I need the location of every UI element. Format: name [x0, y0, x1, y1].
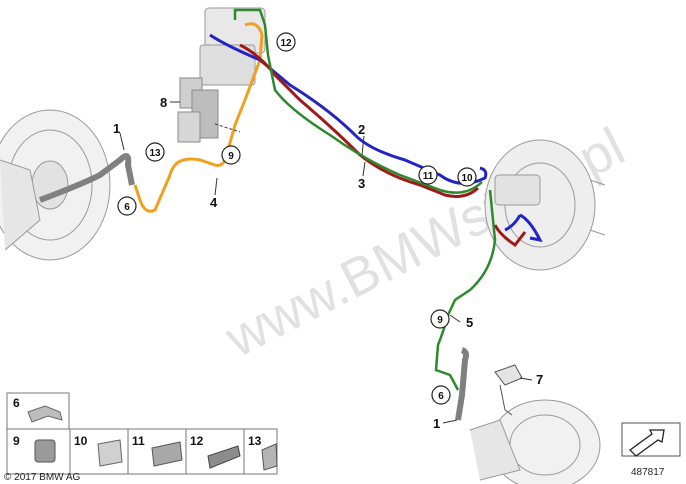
callout-4: 4 — [210, 195, 218, 210]
brake-booster — [484, 139, 606, 271]
callout-2: 2 — [358, 122, 365, 137]
clip-12-icon — [207, 445, 241, 469]
bracket-part-7 — [494, 364, 523, 416]
legend-label-10: 10 — [74, 434, 88, 448]
orange-brake-line — [133, 22, 264, 213]
circled-callout-10: 10 — [461, 173, 473, 184]
orientation-arrow-box — [621, 422, 681, 457]
legend-label-12: 12 — [190, 434, 204, 448]
circled-callout-6-rear: 6 — [438, 391, 444, 402]
circled-callout-13: 13 — [149, 148, 161, 159]
callout-5: 5 — [466, 315, 473, 330]
legend-label-13: 13 — [248, 434, 262, 448]
callout-1-front: 1 — [113, 121, 120, 136]
front-flex-hose — [38, 153, 135, 203]
legend-label-6: 6 — [13, 396, 20, 410]
callout-8: 8 — [160, 95, 167, 110]
clip-6-icon — [27, 405, 63, 423]
clip-legend: 6 9 10 11 12 13 — [6, 392, 278, 475]
rear-flex-hose — [455, 347, 469, 421]
circled-callout-9-rear: 9 — [437, 315, 443, 326]
leader-lines — [119, 101, 533, 424]
circled-callout-9-front: 9 — [228, 151, 234, 162]
direction-arrow-icon — [629, 429, 665, 457]
clip-9-icon — [34, 439, 56, 463]
callout-1-rear: 1 — [433, 416, 440, 431]
callout-7: 7 — [536, 372, 543, 387]
clip-13-icon — [261, 443, 278, 471]
callout-3: 3 — [358, 176, 365, 191]
legend-label-9: 9 — [13, 434, 20, 448]
clip-10-icon — [97, 439, 123, 467]
circled-callouts — [117, 32, 477, 405]
copyright-text: © 2017 BMW AG — [4, 472, 81, 483]
diagram-id: 487817 — [631, 467, 665, 478]
circled-callout-11: 11 — [423, 171, 434, 182]
bracket-part-8 — [177, 77, 219, 143]
rear-right-brake-disc — [469, 399, 601, 484]
circled-callout-6-front: 6 — [124, 202, 130, 213]
circled-callout-12: 12 — [280, 38, 292, 49]
legend-label-11: 11 — [132, 434, 145, 448]
clip-11-icon — [151, 441, 183, 467]
front-left-brake-disc — [0, 109, 111, 261]
